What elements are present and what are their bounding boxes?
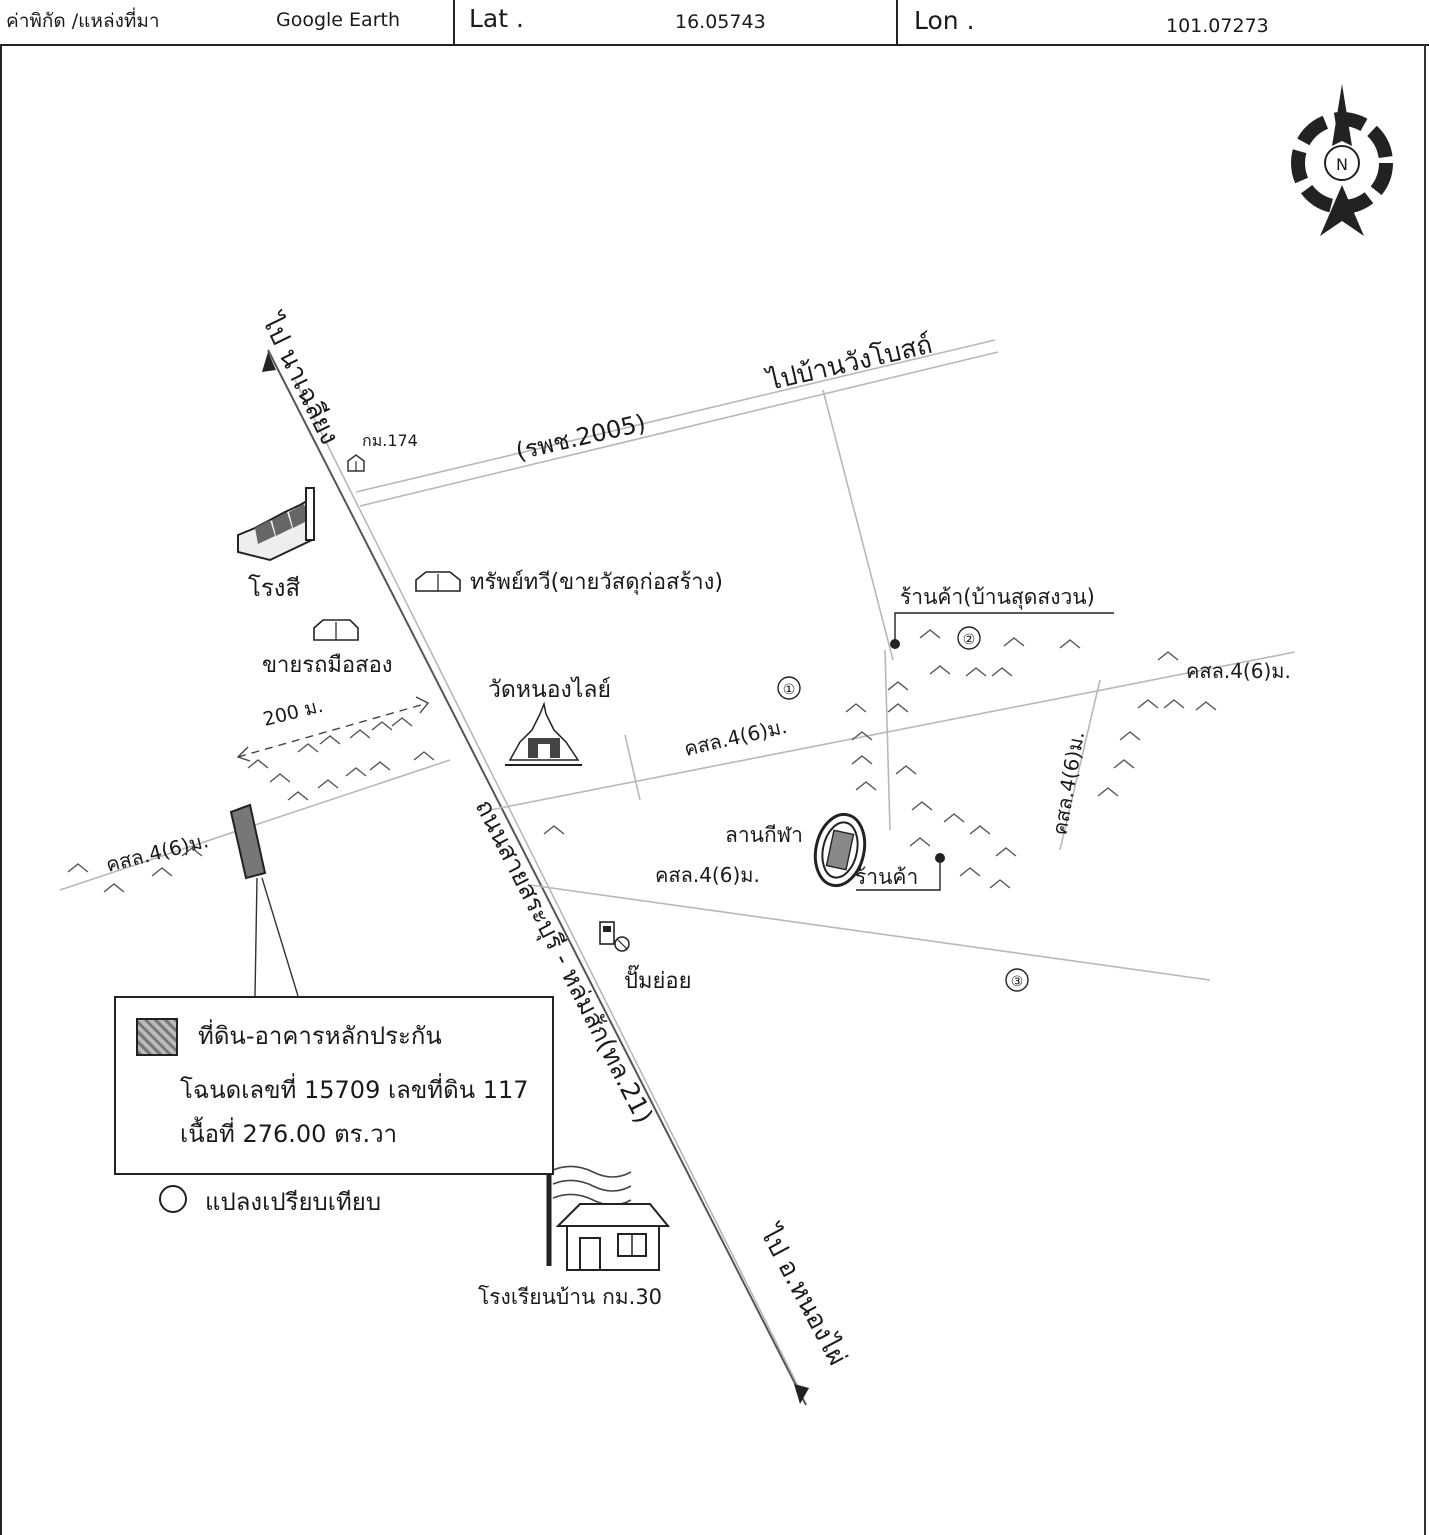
area-line: เนื้อที่ 276.00 ตร.วา (180, 1120, 398, 1148)
km-marker-label: กม.174 (362, 431, 418, 450)
road-ne-label: ไปบ้านวังโบสถ์ (763, 329, 935, 397)
leader-line-1 (254, 877, 258, 997)
collateral-swatch (136, 1018, 178, 1056)
gas-station-icon (599, 921, 630, 952)
marker-2 (957, 626, 981, 650)
marker-1 (777, 676, 801, 700)
road-ne-code: (รพช.2005) (513, 409, 648, 466)
lat-label: Lat . (469, 4, 524, 33)
lane-3-label: คสล.4(6)ม. (1047, 729, 1089, 836)
temple-icon (505, 701, 582, 766)
shop-top-dot (890, 639, 900, 649)
deed-line: โฉนดเลขที่ 15709 เลขที่ดิน 117 (180, 1076, 529, 1104)
hardware-store-label: ทรัพย์ทวี(ขายวัสดุก่อสร้าง) (470, 570, 723, 595)
frame-right (1424, 44, 1426, 1535)
coordinate-header: ค่าพิกัด /แหล่งที่มา Google Earth Lat . … (0, 0, 1429, 46)
lon-cell: Lon . 101.07273 (896, 0, 1427, 44)
shop-leader (856, 858, 941, 891)
lane-4-label: คสล.4(6)ม. (655, 863, 760, 887)
temple-label: วัดหนองไลย์ (488, 676, 611, 703)
factory-icon (237, 487, 315, 562)
coord-source-label: ค่าพิกัด /แหล่งที่มา (6, 10, 160, 32)
lat-cell: Lat . 16.05743 (453, 0, 898, 44)
marker-3 (1005, 968, 1029, 992)
marker-3-label: ③ (1011, 974, 1024, 990)
factory-label: โรงสี (248, 574, 301, 602)
showroom-icon (313, 619, 359, 641)
shop-top-label: ร้านค้า(บ้านสุดสงวน) (900, 585, 1095, 610)
stadium-icon (813, 812, 867, 888)
leader-line-2 (261, 877, 299, 997)
source-cell: ค่าพิกัด /แหล่งที่มา Google Earth (0, 0, 455, 44)
gas-station-label: ปั๊มย่อย (624, 964, 691, 994)
frame-left (0, 44, 2, 1535)
houses-east (845, 629, 1217, 889)
shop-top-leader (894, 612, 1114, 644)
distance-arrow (236, 696, 430, 762)
used-car-label: ขายรถมือสอง (262, 653, 393, 678)
mid-lane (884, 649, 891, 831)
legend-box: ที่ดิน-อาคารหลักประกัน โฉนดเลขที่ 15709 … (114, 996, 554, 1175)
road-se-label: ไป อ.หนองไผ่ (753, 1219, 853, 1371)
lane-w-label: คสล.4(6)ม. (103, 828, 210, 877)
shop-label: ร้านค้า (855, 865, 918, 889)
shop-dot (935, 853, 945, 863)
lon-value: 101.07273 (1166, 15, 1269, 37)
km-post-icon (347, 454, 365, 472)
school-icon (546, 1165, 671, 1271)
warehouse-icon (415, 571, 461, 592)
marker-2-label: ② (963, 632, 976, 648)
stadium-label: ลานกีฬา (725, 823, 803, 847)
lane-east-road (1059, 679, 1101, 851)
collateral-plot (229, 803, 267, 880)
lane-3-road (529, 884, 1211, 981)
highway-edge (294, 379, 801, 1391)
lon-label: Lon . (914, 6, 975, 35)
comparison-label: แปลงเปรียบเทียบ (205, 1188, 382, 1216)
temple-lane (624, 734, 641, 801)
school-label: โรงเรียนบ้าน กม.30 (478, 1285, 662, 1309)
road-ne (355, 339, 996, 493)
road-north-spur (822, 389, 894, 661)
arrow-nw-icon (262, 352, 276, 372)
lane-2-label: คสล.4(6)ม. (1186, 659, 1291, 683)
north-arrow-icon: N (1291, 84, 1393, 236)
highway-line (267, 349, 807, 1406)
lane-1-road (489, 651, 1296, 811)
comparison-marker-icon (159, 1185, 187, 1213)
houses-west (67, 717, 565, 893)
arrow-se-icon (794, 1384, 809, 1404)
road-ne-edge (359, 351, 999, 507)
road-nw-label: ไป นาเฉลียง (255, 308, 345, 450)
marker-1-label: ① (783, 682, 796, 698)
lat-value: 16.05743 (675, 11, 766, 33)
source-value: Google Earth (276, 9, 400, 31)
distance-label: 200 ม. (261, 695, 325, 731)
compass-label: N (1336, 155, 1348, 174)
collateral-label: ที่ดิน-อาคารหลักประกัน (198, 1022, 442, 1050)
